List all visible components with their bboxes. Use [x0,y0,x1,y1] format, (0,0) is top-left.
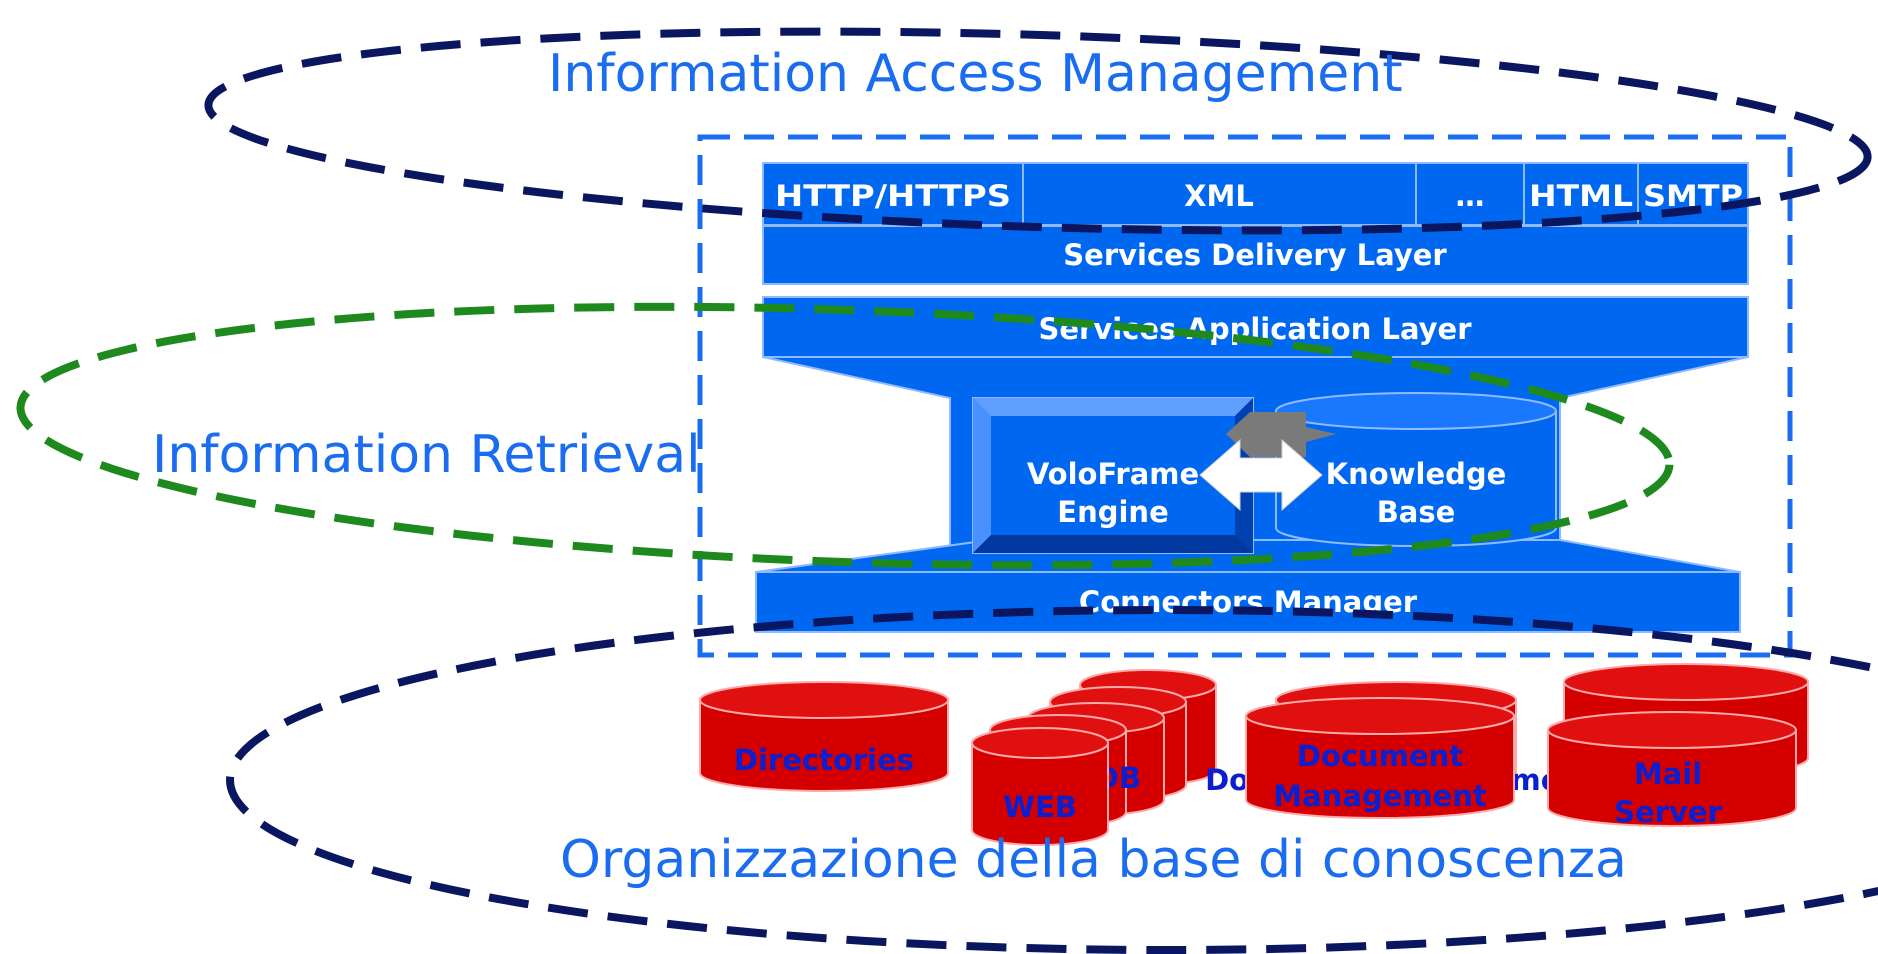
directories-label: Directories [734,743,914,777]
services-application-layer [762,296,1749,358]
information-retrieval-label: Information Retrieval [152,425,701,485]
protocol-label-http: HTTP/HTTPS [775,179,1011,213]
protocol-cell-smtp [1637,162,1749,226]
voloframe-engine-line1: VoloFrame [1027,457,1199,491]
knowledge-base: Knowledge Base [1275,392,1557,547]
information-retrieval-ellipse [16,302,1674,570]
source-web: WEB [971,727,1109,846]
mail-line1: Mail [1634,757,1702,791]
document-line2: Management [1273,779,1487,813]
services-delivery-label: Services Delivery Layer [1063,238,1447,272]
knowledge-organization-ellipse [226,606,1878,954]
services-delivery-layer [762,225,1749,285]
source-document-management: Document Management Document Management [1205,681,1595,819]
access-management-ellipse [204,27,1872,235]
protocol-label-html: HTML [1529,179,1633,213]
information-access-management-label: Information Access Management [548,44,1403,104]
knowledge-organization-label: Organizzazione della base di conoscenza [560,830,1627,890]
protocol-label-ellipsis: … [1456,179,1485,213]
knowledge-base-line2: Base [1377,495,1456,529]
document-line1: Document [1297,739,1463,773]
voloframe-engine-line2: Engine [1057,495,1168,529]
source-directories: Directories [699,681,949,792]
knowledge-base-line1: Knowledge [1326,457,1507,491]
connectors-manager [755,571,1741,633]
mail-line2: Server [1614,795,1722,829]
system-container [697,134,1793,658]
source-mail-server: Mail Server [1547,663,1809,829]
protocol-row: HTTP/HTTPS XML … HTML SMTP [762,162,1749,226]
protocol-label-xml: XML [1184,179,1254,213]
web-label: WEB [1003,790,1077,824]
bidirectional-arrow [1199,412,1336,512]
protocol-cell-xml [1022,162,1417,226]
